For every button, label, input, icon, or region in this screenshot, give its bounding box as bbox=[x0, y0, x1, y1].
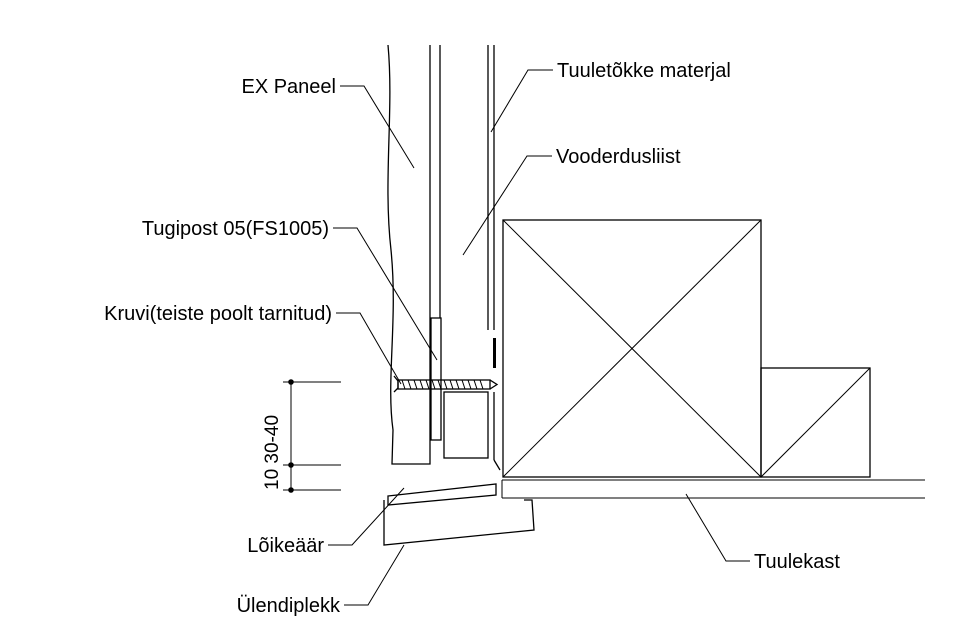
label-tugipost: Tugipost 05(FS1005) bbox=[142, 218, 329, 240]
lining-strip bbox=[443, 45, 489, 459]
ex-panel bbox=[387, 44, 431, 465]
label-tuuletokke: Tuuletõkke materjal bbox=[557, 60, 731, 82]
label-ex-paneel: EX Paneel bbox=[241, 76, 336, 98]
label-vooderdusliist: Vooderdusliist bbox=[556, 146, 681, 168]
support-post bbox=[430, 45, 442, 441]
label-tuulekast: Tuulekast bbox=[754, 551, 840, 573]
dimension-text: 10 30-40 bbox=[262, 415, 283, 490]
label-ulendiplekk: Ülendiplekk bbox=[237, 595, 341, 617]
wind-box bbox=[501, 219, 925, 499]
screw bbox=[393, 375, 499, 393]
leader-lines bbox=[328, 69, 750, 606]
dimension-marker: 10 30-40 bbox=[262, 379, 341, 493]
label-kruvi: Kruvi(teiste poolt tarnitud) bbox=[104, 303, 332, 325]
wind-barrier-layer bbox=[493, 45, 501, 471]
flashing-plate bbox=[383, 483, 535, 546]
label-loikeaar: Lõikeäär bbox=[247, 535, 324, 557]
